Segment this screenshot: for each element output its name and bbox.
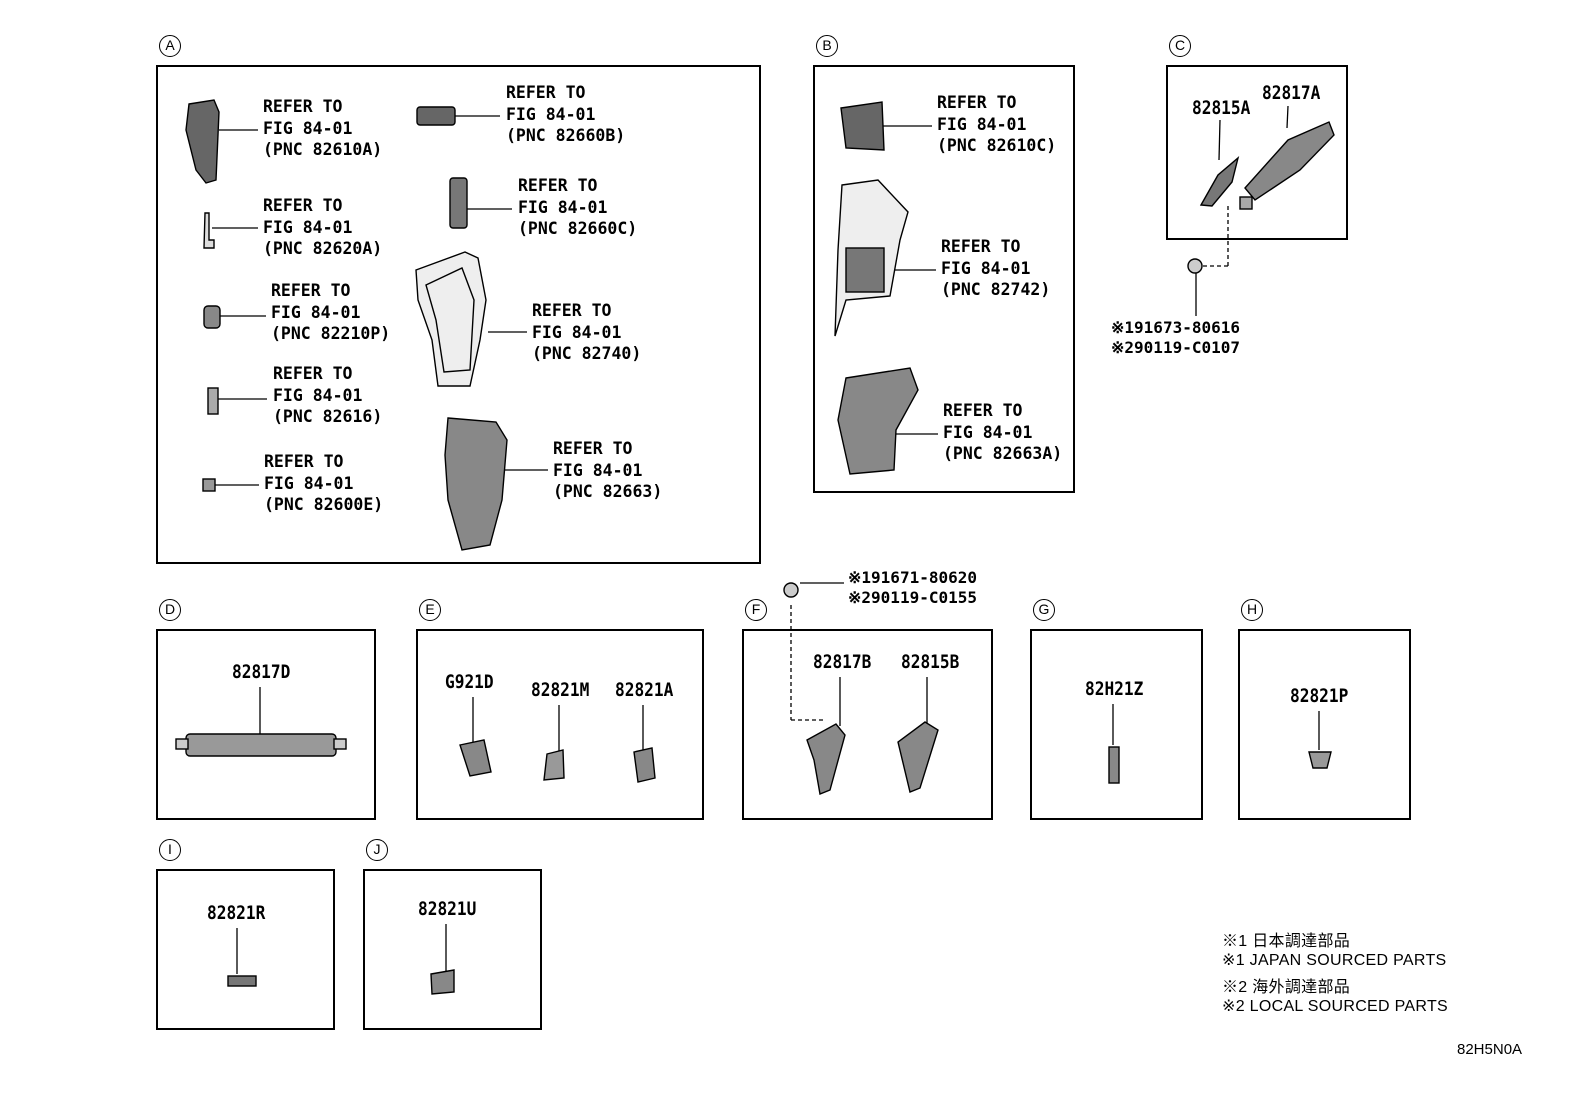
part-number-g921d: G921D [445, 671, 494, 693]
section-letter-h: H [1241, 599, 1263, 621]
section-c-box [1166, 65, 1348, 240]
part-number-82815b: 82815B [901, 651, 960, 673]
part-number-82821r: 82821R [207, 902, 266, 924]
bolt-part-number: ※290119-C0107 [1111, 338, 1240, 357]
section-letter-g: G [1033, 599, 1055, 621]
part-number-82821m: 82821M [531, 679, 590, 701]
legend-line: ※2 海外調達部品 [1222, 979, 1351, 996]
section-e-box [416, 629, 704, 820]
section-letter-e: E [419, 599, 441, 621]
section-a-box [156, 65, 761, 564]
part-number-82817d: 82817D [232, 661, 291, 683]
section-i-box [156, 869, 335, 1030]
section-letter-b: B [816, 35, 838, 57]
part-number-82821a: 82821A [615, 679, 674, 701]
section-letter-j: J [366, 839, 388, 861]
part-number-82h21z: 82H21Z [1085, 678, 1144, 700]
section-letter-c: C [1169, 35, 1191, 57]
section-letter-a: A [159, 35, 181, 57]
section-f-box [742, 629, 993, 820]
section-g-box [1030, 629, 1203, 820]
section-letter-i: I [159, 839, 181, 861]
legend-line: ※1 日本調達部品 [1222, 933, 1351, 950]
part-number-82821u: 82821U [418, 898, 477, 920]
legend-line: ※1 JAPAN SOURCED PARTS [1222, 952, 1447, 969]
part-number-82821p: 82821P [1290, 685, 1349, 707]
bolt-part-number: ※290119-C0155 [848, 588, 977, 607]
section-d-box [156, 629, 376, 820]
section-letter-f: F [745, 599, 767, 621]
section-j-box [363, 869, 542, 1030]
section-h-box [1238, 629, 1411, 820]
section-letter-d: D [159, 599, 181, 621]
legend-line: ※2 LOCAL SOURCED PARTS [1222, 998, 1448, 1015]
part-number-82817b: 82817B [813, 651, 872, 673]
part-number-82815a: 82815A [1192, 97, 1251, 119]
bolt-part-number: ※191673-80616 [1111, 318, 1240, 337]
diagram-code: 82H5N0A [1457, 1041, 1523, 1058]
bolt-part-number: ※191671-80620 [848, 568, 977, 587]
part-number-82817a: 82817A [1262, 82, 1321, 104]
